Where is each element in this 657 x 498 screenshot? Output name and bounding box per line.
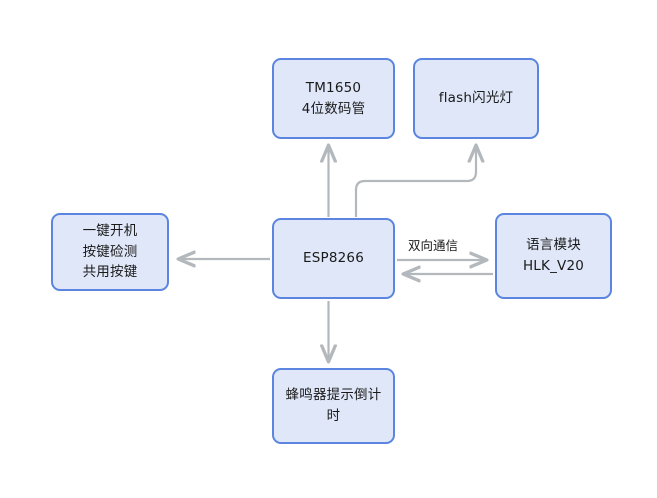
- connector-esp-to-flash: [354, 146, 476, 217]
- node-voice-module-label: 语言模块 HLK_V20: [522, 237, 585, 274]
- node-tm1650-label: TM1650 4位数码管: [301, 79, 366, 117]
- node-voice-module[interactable]: 语言模块 HLK_V20: [495, 213, 612, 299]
- node-esp8266-label: ESP8266: [303, 250, 364, 267]
- node-flash-light[interactable]: flash闪光灯: [413, 58, 539, 139]
- node-tm1650-display[interactable]: TM1650 4位数码管: [272, 58, 395, 139]
- node-flash-label: flash闪光灯: [438, 90, 514, 107]
- node-buzzer[interactable]: 蜂鸣器提示倒计 时: [272, 368, 395, 444]
- edge-label-duplex: 双向通信: [408, 238, 459, 253]
- node-esp8266-mcu[interactable]: ESP8266: [272, 218, 395, 299]
- node-power-button-label: 一键开机 按键硷测 共用按键: [82, 222, 138, 281]
- node-power-button[interactable]: 一键开机 按键硷测 共用按键: [51, 213, 169, 291]
- node-buzzer-label: 蜂鸣器提示倒计 时: [285, 387, 382, 424]
